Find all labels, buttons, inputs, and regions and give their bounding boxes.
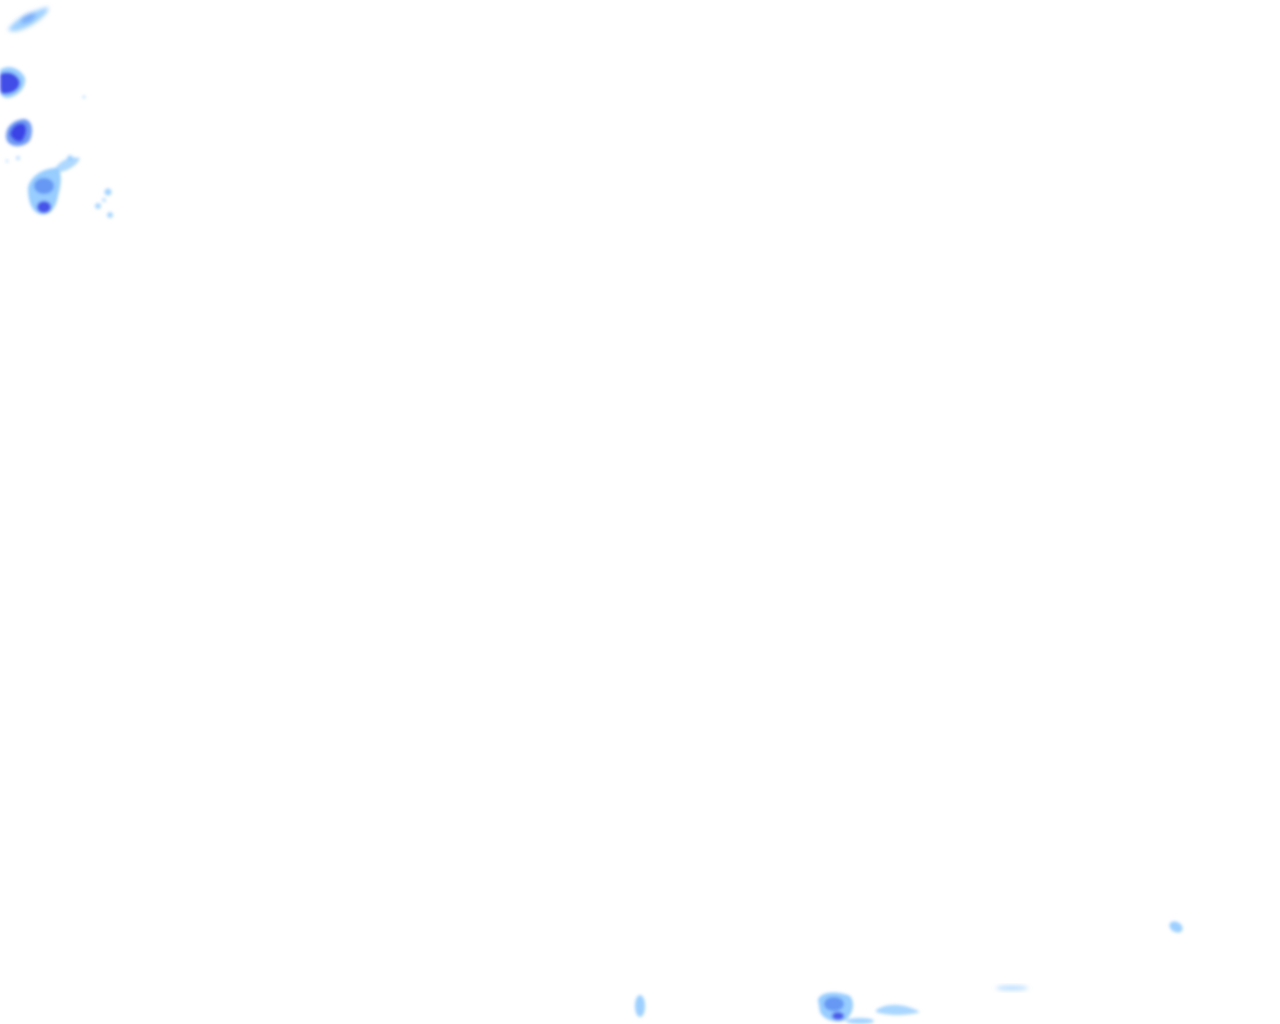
radar-cell-s-2 xyxy=(635,995,645,1017)
radar-cell-nw-5 xyxy=(95,188,113,218)
radar-cell-nw-2 xyxy=(0,67,86,99)
radar-cell-se-1 xyxy=(1169,921,1183,933)
radar-cell-nw-4 xyxy=(28,155,80,215)
radar-cell-s-1 xyxy=(818,992,920,1024)
radar-cell-se-2 xyxy=(996,985,1028,991)
radar-cell-nw-3 xyxy=(5,119,32,163)
radar-cell-nw-1 xyxy=(8,7,49,32)
